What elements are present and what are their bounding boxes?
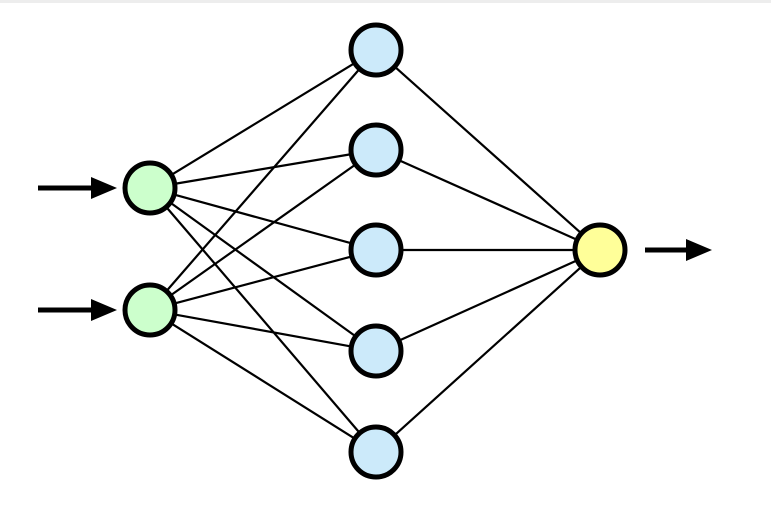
node-circle-o1[interactable] <box>572 222 628 278</box>
node-circle-i1[interactable] <box>122 160 178 216</box>
nodes-group <box>122 22 628 480</box>
edge-i2-to-h4 <box>172 313 354 348</box>
output-arrow-1-head <box>686 239 712 261</box>
node-h3[interactable] <box>348 222 404 278</box>
edge-i1-to-h4 <box>168 200 358 339</box>
node-h1[interactable] <box>348 22 404 78</box>
edge-h2-to-o1 <box>396 158 580 242</box>
edge-i1-to-h2 <box>172 152 354 186</box>
edge-i1-to-h5 <box>164 205 362 435</box>
edge-i1-to-h1 <box>169 61 357 177</box>
input-arrow-1 <box>38 177 117 199</box>
top-divider-band <box>0 0 771 3</box>
edge-h4-to-o1 <box>396 258 580 343</box>
edge-i2-to-h3 <box>172 255 354 305</box>
input-arrow-2 <box>38 299 117 321</box>
node-circle-h4[interactable] <box>348 323 404 379</box>
node-circle-h1[interactable] <box>348 22 404 78</box>
node-h4[interactable] <box>348 323 404 379</box>
node-circle-h5[interactable] <box>348 424 404 480</box>
edge-h1-to-o1 <box>392 64 584 236</box>
edge-i2-to-h5 <box>169 321 357 441</box>
edge-h5-to-o1 <box>392 264 584 438</box>
edge-i1-to-h3 <box>172 193 354 245</box>
input-arrow-2-head <box>91 299 117 321</box>
node-o1[interactable] <box>572 222 628 278</box>
edges-group <box>164 61 584 441</box>
node-circle-h2[interactable] <box>348 122 404 178</box>
input-arrow-1-head <box>91 177 117 199</box>
node-circle-h3[interactable] <box>348 222 404 278</box>
node-i2[interactable] <box>122 282 178 338</box>
node-i1[interactable] <box>122 160 178 216</box>
node-h5[interactable] <box>348 424 404 480</box>
node-h2[interactable] <box>348 122 404 178</box>
edge-i2-to-h1 <box>164 67 362 293</box>
edge-i2-to-h2 <box>168 162 358 298</box>
output-arrow-1 <box>645 239 712 261</box>
node-circle-i2[interactable] <box>122 282 178 338</box>
arrows-group <box>38 177 712 321</box>
